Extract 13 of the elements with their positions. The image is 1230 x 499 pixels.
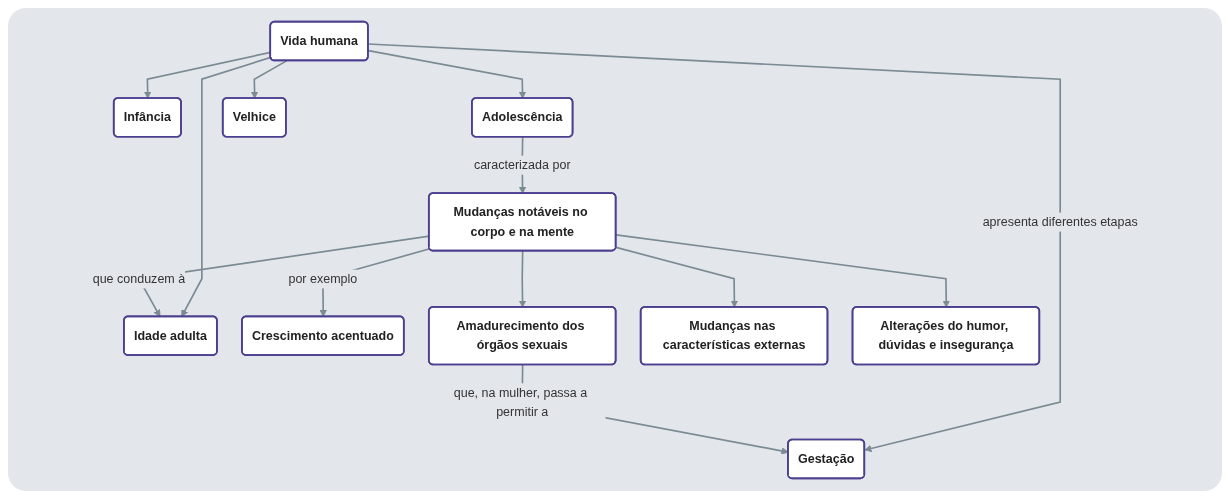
arrow (367, 42, 1061, 452)
arrow (518, 249, 526, 308)
panel-background: apresenta diferentes etapas caracterizada por que conduzem à por exemplo que, na mulher, passa a permitir a Vida humana Gestação Infância Adolescência Idade adulta Velhice Mudanças notáveis no corpo e na mente Crescimento acentuado Amadurecimento dos órgãos sexuais Mudanças nas características externas Alterações do humor, dúvidas e insegurança (8, 8, 1222, 491)
arrow (367, 49, 526, 99)
edge-label: apresenta diferentes etapas (982, 213, 1138, 228)
edge-label: que conduzem à (92, 270, 185, 285)
arrow (181, 56, 272, 317)
edge-label: por exemplo (288, 270, 358, 285)
arrow (250, 59, 288, 99)
arrow (614, 246, 738, 308)
arrow (615, 233, 950, 308)
edge-label: caracterizada por (473, 156, 571, 171)
edge-label: que, na mulher, passa a permitir a (453, 384, 588, 418)
